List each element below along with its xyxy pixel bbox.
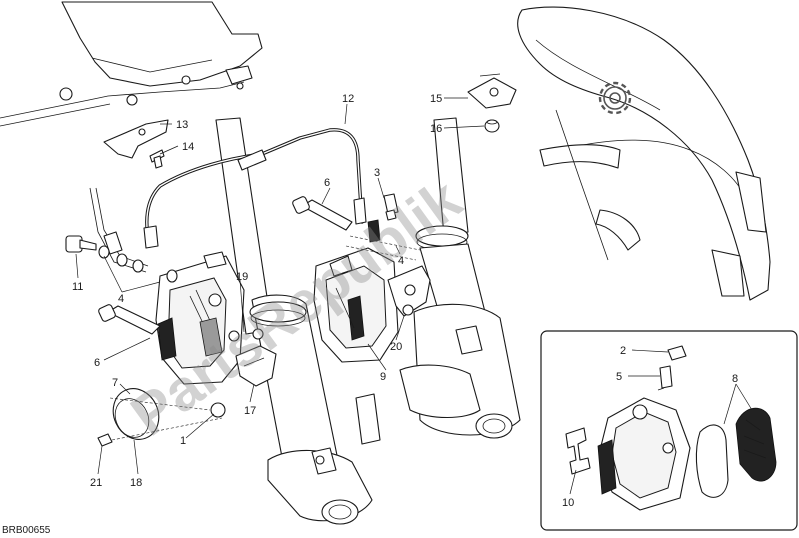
frame-headstock [0,1,263,127]
callout-2: 2 [620,345,626,357]
fork-leg-right [399,117,521,439]
fork-leg-left [215,117,381,525]
callout-14: 14 [182,141,194,153]
callout-21: 21 [90,477,102,489]
left-brake-caliper [155,251,245,385]
pad-spring-bracket [235,328,277,387]
front-mudguard [517,6,771,301]
hose-bracket [103,119,169,169]
callout-9: 9 [380,371,386,383]
callout-12: 12 [342,93,354,105]
gear-icon [598,81,632,115]
dust-cover [97,388,226,447]
callout-16: 16 [430,123,442,135]
callout-6-right: 6 [324,177,330,189]
banjo-bolt [65,235,178,283]
inset-detail [540,330,798,531]
mudguard-bracket [467,73,517,133]
callout-10: 10 [562,497,574,509]
callout-3: 3 [374,167,380,179]
diagram-code: BRB00655 [2,525,51,536]
callout-18: 18 [130,477,142,489]
callout-17: 17 [244,405,256,417]
callout-6-left: 6 [94,357,100,369]
callout-20: 20 [390,341,402,353]
callout-13: 13 [176,119,188,131]
bleed-valve [345,193,421,261]
callout-4-left: 4 [118,293,124,305]
callout-7: 7 [112,377,118,389]
callout-11: 11 [72,281,83,293]
callout-1: 1 [180,435,186,447]
callouts: 12 13 14 15 16 3 6 4 11 4 19 20 9 6 7 17… [72,93,738,509]
callout-19: 19 [236,271,248,283]
bolt-left [98,304,161,335]
callout-15: 15 [430,93,442,105]
callout-8: 8 [732,373,738,385]
right-brake-caliper [313,247,431,363]
callout-5: 5 [616,371,622,383]
bolt-right [292,196,353,231]
leader-lines [75,97,753,495]
callout-4-right: 4 [398,255,404,267]
